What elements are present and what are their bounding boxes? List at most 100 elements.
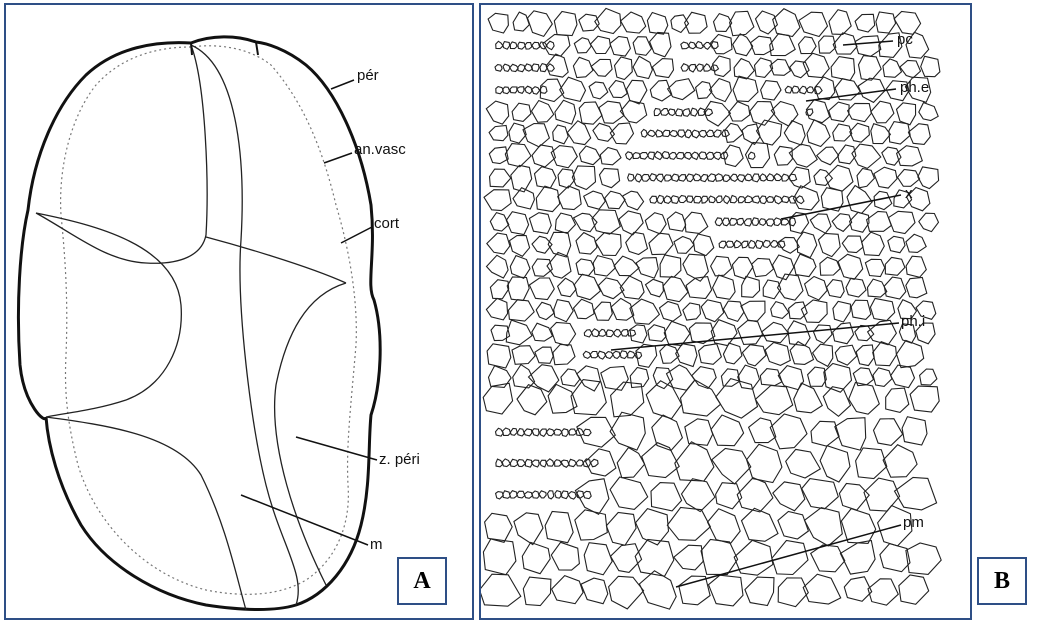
- cell: [744, 219, 751, 226]
- cell: [765, 343, 790, 366]
- cell: [506, 212, 528, 235]
- cell: [711, 42, 718, 49]
- cell: [855, 36, 881, 57]
- cell: [554, 300, 574, 322]
- cell: [770, 241, 778, 248]
- cell: [814, 170, 833, 186]
- cell: [856, 345, 874, 366]
- cell: [699, 152, 707, 159]
- cell: [716, 379, 758, 419]
- cell: [713, 275, 736, 299]
- cell: [555, 460, 562, 467]
- leader-x: [781, 195, 901, 219]
- cell: [496, 41, 503, 48]
- cell: [503, 64, 510, 71]
- cell: [525, 86, 532, 94]
- label-x: x: [905, 185, 913, 202]
- cell: [835, 418, 866, 450]
- cell: [773, 255, 794, 280]
- cell: [650, 174, 657, 181]
- cell: [785, 86, 792, 93]
- cell: [737, 478, 773, 512]
- cell: [510, 428, 517, 435]
- cell: [552, 576, 584, 604]
- cell: [510, 42, 517, 49]
- cell: [656, 174, 663, 182]
- cell: [818, 234, 840, 257]
- cell: [814, 325, 833, 344]
- cell: [704, 64, 712, 71]
- cell: [789, 144, 817, 167]
- cell: [657, 195, 664, 203]
- panel-letter-b: B: [977, 557, 1027, 605]
- cell: [671, 196, 679, 204]
- cell: [630, 299, 660, 324]
- cell: [662, 152, 670, 159]
- cell: [524, 492, 532, 499]
- cell: [652, 415, 683, 450]
- cell: [681, 64, 688, 71]
- cell: [668, 109, 675, 116]
- cell: [763, 240, 770, 247]
- cell: [535, 167, 557, 189]
- cell: [774, 196, 782, 204]
- cell: [704, 101, 730, 126]
- cell: [742, 276, 760, 297]
- cell: [599, 101, 624, 123]
- cell: [813, 344, 833, 366]
- cell: [483, 383, 512, 414]
- cell: [855, 326, 874, 341]
- cell: [579, 102, 602, 124]
- cell: [701, 300, 724, 322]
- cell: [895, 477, 937, 510]
- cell: [747, 444, 782, 482]
- cell: [755, 385, 792, 414]
- cell: [770, 34, 796, 56]
- cell: [741, 301, 765, 321]
- cell: [610, 36, 630, 56]
- cell: [640, 153, 648, 160]
- cell: [685, 130, 692, 138]
- cell: [555, 213, 575, 233]
- cell: [898, 170, 920, 187]
- cell: [737, 219, 744, 226]
- cell: [633, 56, 652, 78]
- cell: [832, 214, 852, 232]
- panel-b: pc ph.e x ph.i pm B: [479, 3, 972, 620]
- cell: [610, 477, 648, 509]
- cell: [535, 347, 553, 363]
- cell-mesh: [481, 8, 941, 609]
- cell: [510, 236, 530, 257]
- cell: [742, 508, 779, 541]
- cell: [851, 300, 871, 319]
- cell: [558, 186, 582, 210]
- cell: [708, 509, 741, 544]
- cell: [889, 211, 916, 233]
- cell: [689, 42, 696, 49]
- cell: [505, 144, 531, 167]
- cell: [694, 196, 702, 203]
- cell: [678, 196, 686, 203]
- label-pc: pc: [897, 31, 913, 48]
- cell: [674, 237, 694, 254]
- cell: [506, 320, 532, 345]
- cell: [788, 167, 810, 188]
- cell: [715, 218, 722, 226]
- cell: [529, 213, 551, 234]
- cell: [725, 123, 744, 142]
- cell: [883, 445, 917, 478]
- cell: [713, 56, 731, 77]
- cell: [648, 325, 666, 342]
- cell: [873, 368, 892, 387]
- cell: [752, 218, 759, 226]
- cell: [546, 429, 554, 436]
- vascular-ring: [61, 46, 357, 595]
- cell: [630, 325, 647, 343]
- leader-per: [331, 80, 354, 89]
- cell: [683, 303, 701, 320]
- cell: [856, 448, 887, 479]
- cell: [554, 12, 577, 36]
- cell: [645, 213, 666, 234]
- cell: [620, 101, 646, 123]
- cell: [607, 330, 615, 337]
